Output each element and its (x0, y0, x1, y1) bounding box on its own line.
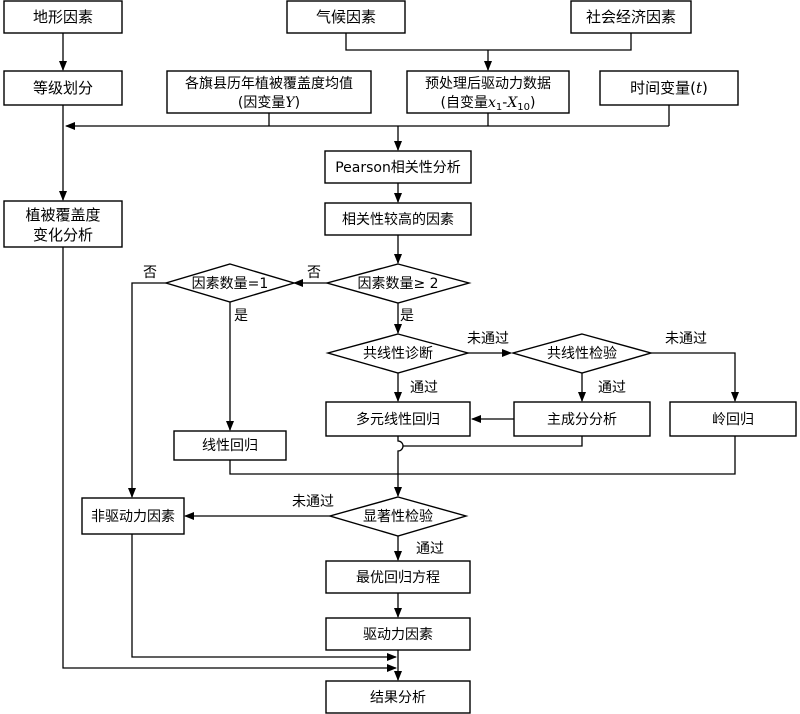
node-best-eq-label: 最优回归方程 (356, 569, 440, 586)
decision-factor-eq1-label: 因素数量=1 (192, 276, 269, 292)
node-time-var: 时间变量(t) (599, 70, 739, 106)
node-veg-mean-label-1: 各旗县历年植被覆盖度均值 (185, 76, 353, 92)
decision-sig-test: 显著性检验 (327, 496, 469, 537)
node-driver-data-label-1: 预处理后驱动力数据 (425, 76, 551, 92)
decision-sig-test-label: 显著性检验 (363, 509, 433, 525)
node-climate-label: 气候因素 (316, 8, 376, 26)
edge-label-fail-sig: 未通过 (292, 494, 334, 510)
node-veg-mean: 各旗县历年植被覆盖度均值 (因变量Y) (166, 70, 372, 114)
node-veg-mean-label-2: (因变量Y) (238, 95, 300, 111)
node-socio-label: 社会经济因素 (586, 8, 676, 26)
node-socio: 社会经济因素 (570, 0, 692, 34)
node-high-corr: 相关性较高的因素 (324, 202, 472, 236)
node-terrain-label: 地形因素 (33, 8, 93, 26)
node-climate: 气候因素 (286, 0, 406, 34)
node-veg-change-label-1: 植被覆盖度 (25, 206, 100, 224)
node-high-corr-label: 相关性较高的因素 (342, 211, 454, 228)
edge-label-no-top: 否 (307, 265, 321, 281)
decision-collin-diag-label: 共线性诊断 (363, 346, 433, 362)
node-pca-label: 主成分分析 (547, 412, 617, 428)
node-driver-data-label-2: (自变量x1-X10) (441, 95, 536, 113)
decision-collin-test-label: 共线性检验 (547, 346, 617, 362)
node-ridge: 岭回归 (669, 401, 797, 437)
edge-label-pass-test: 通过 (598, 380, 626, 396)
node-non-driver-label: 非驱动力因素 (91, 509, 175, 525)
node-pearson: Pearson相关性分析 (324, 150, 472, 184)
node-linear-reg-label: 线性回归 (202, 437, 258, 454)
node-non-driver: 非驱动力因素 (81, 497, 185, 535)
node-result-label: 结果分析 (370, 690, 426, 706)
node-driver-data: 预处理后驱动力数据 (自变量x1-X10) (406, 70, 570, 114)
node-best-eq: 最优回归方程 (325, 560, 471, 594)
node-driver-factors-label: 驱动力因素 (363, 627, 433, 643)
node-linear-reg: 线性回归 (173, 430, 287, 461)
edge-label-fail-test: 未通过 (665, 331, 707, 347)
edge-label-no-left: 否 (143, 265, 157, 281)
edge-label-yes-ge2: 是 (400, 308, 414, 324)
node-multi-reg-label: 多元线性回归 (356, 411, 440, 428)
node-veg-change-label-2: 变化分析 (33, 226, 93, 244)
node-veg-change: 植被覆盖度 变化分析 (3, 200, 123, 248)
edge-labels: 否 否 是 是 未通过 未通过 通过 通过 未通过 通过 (143, 265, 707, 557)
edge-label-pass-diag: 通过 (410, 380, 438, 396)
edge-label-fail-diag: 未通过 (467, 331, 509, 347)
decision-factor-ge2: 因素数量≥ 2 (324, 263, 472, 304)
decision-factor-eq1: 因素数量=1 (163, 263, 297, 303)
node-result: 结果分析 (325, 680, 471, 714)
decision-collin-diag: 共线性诊断 (325, 333, 471, 374)
node-grade-label: 等级划分 (33, 79, 93, 97)
node-pearson-label: Pearson相关性分析 (335, 160, 461, 176)
node-driver-factors: 驱动力因素 (325, 617, 471, 651)
node-ridge-label: 岭回归 (712, 411, 754, 428)
node-multi-reg: 多元线性回归 (325, 401, 471, 437)
node-time-var-label: 时间变量(t) (630, 79, 708, 97)
edge-label-pass-sig: 通过 (416, 541, 444, 557)
decision-collin-test: 共线性检验 (510, 333, 654, 374)
edge-label-yes-eq1: 是 (234, 308, 248, 324)
decision-factor-ge2-label: 因素数量≥ 2 (357, 276, 438, 292)
node-pca: 主成分分析 (513, 401, 651, 437)
node-grade: 等级划分 (3, 70, 123, 106)
node-terrain: 地形因素 (3, 0, 123, 34)
connectors (59, 33, 739, 681)
